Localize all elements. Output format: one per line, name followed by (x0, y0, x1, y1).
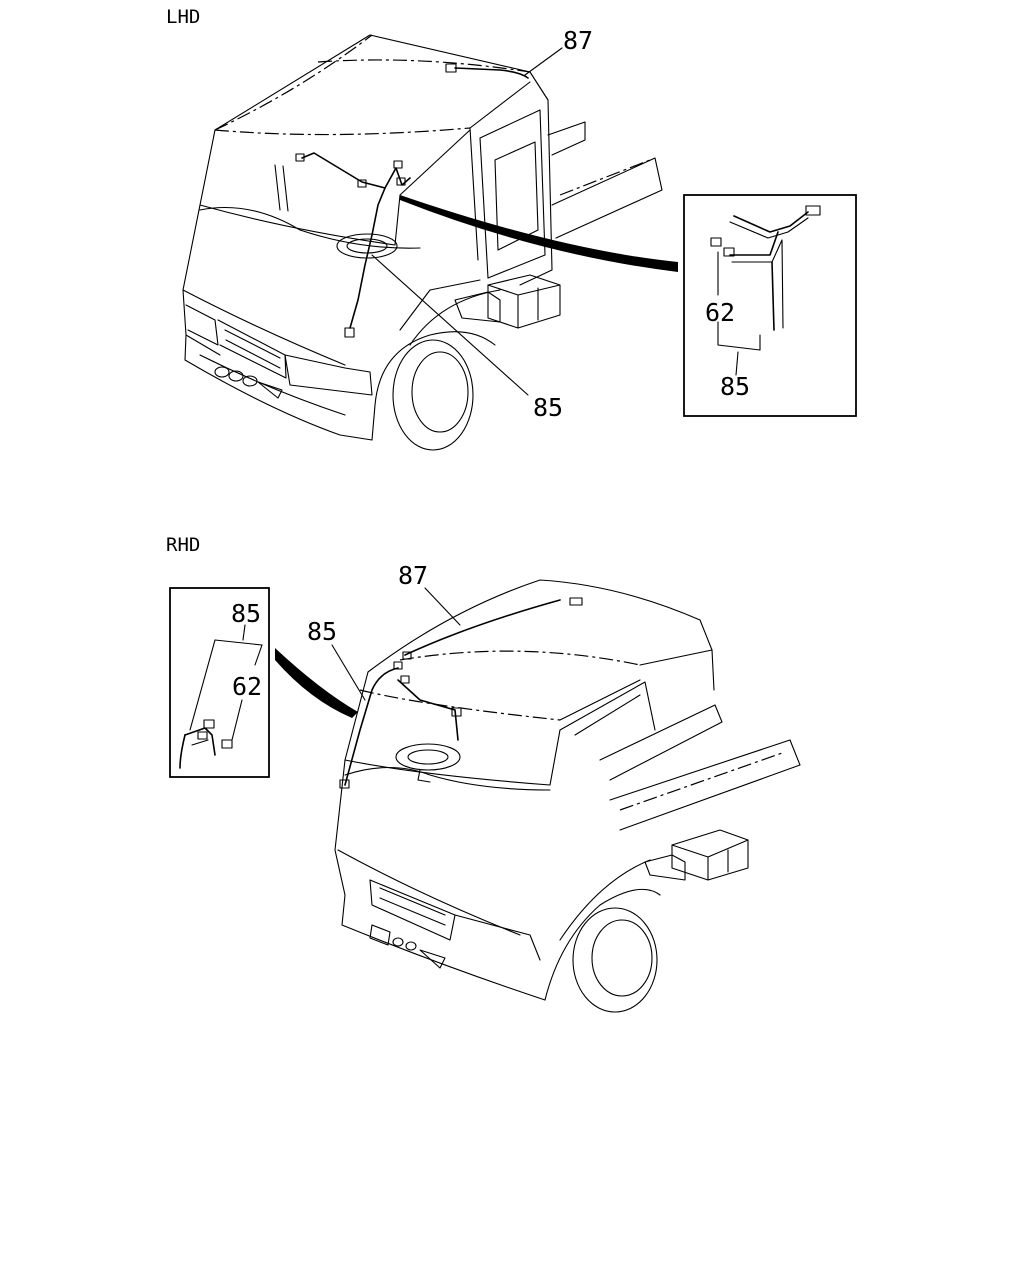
lhd-label-87: 87 (563, 26, 593, 55)
rhd-label-85: 85 (307, 617, 337, 646)
lhd-wiring (295, 47, 678, 396)
lhd-label-85: 85 (533, 393, 563, 422)
lhd-truck-cab (182, 34, 663, 451)
rhd-inset: 85 62 (169, 587, 270, 778)
rhd-header: RHD (166, 534, 200, 556)
lhd-inset: 62 85 (683, 194, 857, 417)
rhd-wiring (275, 587, 561, 789)
rhd-label-87: 87 (398, 561, 428, 590)
rhd-section: RHD (166, 534, 801, 1013)
lhd-section: LHD (166, 6, 857, 451)
lhd-inset-label-85: 85 (720, 372, 750, 401)
lhd-header: LHD (166, 6, 200, 28)
rhd-inset-label-85: 85 (231, 599, 261, 628)
lhd-inset-label-62: 62 (705, 298, 735, 327)
rhd-inset-label-62: 62 (232, 672, 262, 701)
rhd-truck-cab (334, 579, 801, 1013)
